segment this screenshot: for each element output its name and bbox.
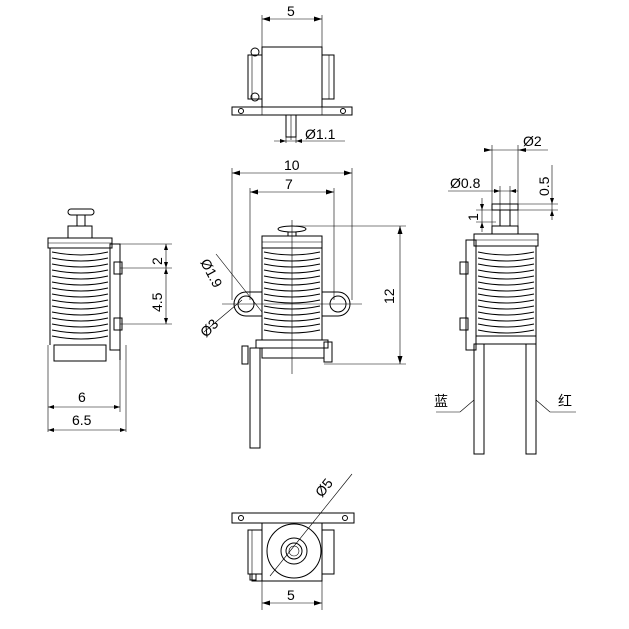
right-dim-pin: Ø0.8: [450, 175, 481, 191]
front-dim-12: 12: [381, 288, 397, 304]
left-view: 2 4.5 6 6.5: [47, 208, 172, 432]
left-dim-6-5: 6.5: [72, 412, 92, 428]
lead-label-red: 红: [558, 394, 572, 410]
top-view: 5 Ø1.1: [231, 3, 353, 143]
right-dim-0-5: 0.5: [536, 176, 552, 196]
left-dim-6: 6: [78, 389, 86, 405]
front-view: 10 7: [197, 157, 406, 449]
lead-label-blue: 蓝: [434, 394, 448, 410]
left-spring-coil: [49, 248, 111, 345]
bottom-width-dim: 5: [287, 587, 295, 603]
front-dim-10: 10: [284, 157, 300, 173]
bottom-circle-dim: Ø5: [312, 475, 336, 500]
right-dim-1: 1: [465, 213, 481, 221]
right-view: Ø2 Ø0.8 0.5 1: [434, 133, 576, 455]
left-dim-4-5: 4.5: [149, 292, 165, 312]
right-spring-coil: [475, 246, 537, 340]
top-pin-dim: Ø1.1: [305, 126, 336, 142]
bottom-view: 5 Ø5: [231, 473, 355, 610]
top-width-dim: 5: [287, 3, 295, 19]
front-dim-hole-large: Ø3: [197, 315, 222, 340]
left-dim-2: 2: [149, 257, 165, 265]
front-dim-7: 7: [285, 176, 293, 192]
right-dim-cap: Ø2: [523, 133, 542, 149]
